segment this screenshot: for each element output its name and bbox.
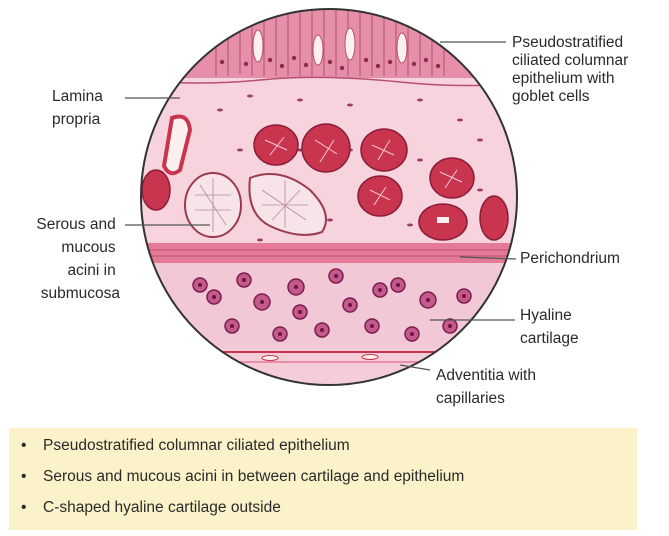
summary-text: C-shaped hyaline cartilage outside — [43, 498, 281, 529]
histology-section — [130, 0, 540, 400]
label-acini: Serous and mucous acini in submucosa — [36, 216, 120, 302]
label-lamina-propria: Lamina propria — [52, 88, 107, 128]
summary-point: • C-shaped hyaline cartilage outside — [21, 498, 637, 529]
bullet: • — [21, 467, 43, 498]
label-perichondrium: Perichondrium — [520, 250, 620, 267]
summary-box: • Pseudostratified columnar ciliated epi… — [9, 428, 637, 530]
label-hyaline-cartilage: Hyaline cartilage — [520, 307, 579, 347]
label-adventitia: Adventitia with capillaries — [436, 367, 540, 407]
label-epithelium: Pseudostratified ciliated columnar epith… — [512, 34, 633, 105]
epithelium-layer — [130, 0, 530, 78]
summary-text: Pseudostratified columnar ciliated epith… — [43, 436, 350, 467]
summary-text: Serous and mucous acini in between carti… — [43, 467, 464, 498]
summary-point: • Pseudostratified columnar ciliated epi… — [21, 436, 637, 467]
bullet: • — [21, 436, 43, 467]
perichondrium-band — [130, 243, 530, 263]
summary-point: • Serous and mucous acini in between car… — [21, 467, 637, 498]
bullet: • — [21, 498, 43, 529]
